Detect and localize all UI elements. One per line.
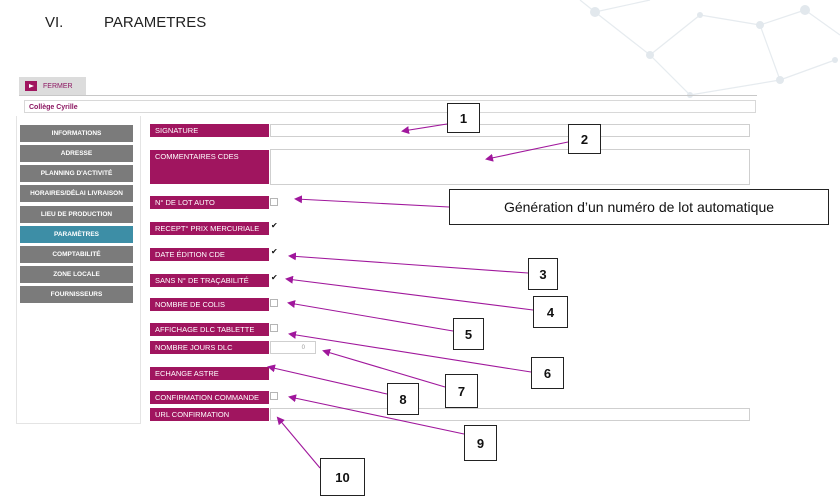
nombre-colis-checkbox[interactable] [270, 299, 278, 307]
section-number: VI. [45, 14, 64, 31]
commentaires-label: COMMENTAIRES CDES [150, 150, 269, 184]
date-edition-checkbox[interactable]: ✔ [270, 248, 278, 256]
sidebar-item-parametres[interactable]: PARAMÈTRES [20, 226, 133, 243]
callout-2: 2 [568, 124, 601, 154]
callout-5: 5 [453, 318, 484, 350]
school-name-bar: Collège Cyrille [24, 100, 756, 113]
frame-border-left [16, 116, 17, 424]
url-confirmation-label: URL CONFIRMATION [150, 408, 269, 421]
recept-prix-checkbox[interactable]: ✔ [270, 222, 278, 230]
nombre-colis-label: NOMBRE DE COLIS [150, 298, 269, 311]
confirmation-commande-label: CONFIRMATION COMMANDE [150, 391, 269, 404]
callout-lot-auto-note: Génération d’un numéro de lot automatiqu… [449, 189, 829, 225]
sidebar-item-horaires[interactable]: HORAIRES/DÉLAI LIVRAISON [20, 185, 133, 202]
date-edition-label: DATE ÉDITION CDE [150, 248, 269, 261]
sidebar-item-planning[interactable]: PLANNING D'ACTIVITÉ [20, 165, 133, 182]
callout-8: 8 [387, 383, 419, 415]
exit-arrow-icon [25, 81, 37, 91]
callout-10: 10 [320, 458, 365, 496]
sidebar-item-comptabilite[interactable]: COMPTABILITÉ [20, 246, 133, 263]
recept-prix-label: RECEPT° PRIX MERCURIALE [150, 222, 269, 235]
section-title: PARAMETRES [104, 14, 207, 31]
sans-tracabilite-checkbox[interactable]: ✔ [270, 274, 278, 282]
sidebar-item-fournisseurs[interactable]: FOURNISSEURS [20, 286, 133, 303]
nombre-jours-dlc-input[interactable]: 0 [270, 341, 316, 354]
lot-auto-label: N° DE LOT AUTO [150, 196, 269, 209]
sans-tracabilite-label: SANS N° DE TRAÇABILITÉ [150, 274, 269, 287]
check-mark-icon: ✔ [271, 247, 278, 256]
check-mark-icon: ✔ [271, 273, 278, 282]
frame-border-bottom [16, 423, 140, 424]
sidebar-item-lieu-production[interactable]: LIEU DE PRODUCTION [20, 206, 133, 223]
close-button-label: FERMER [43, 82, 73, 90]
sidebar-item-informations[interactable]: INFORMATIONS [20, 125, 133, 142]
callout-6: 6 [531, 357, 564, 389]
commentaires-textarea[interactable] [270, 149, 750, 185]
echange-astre-label: ECHANGE ASTRE [150, 367, 269, 380]
callout-1: 1 [447, 103, 480, 133]
callout-7: 7 [445, 374, 478, 408]
close-button[interactable]: FERMER [19, 77, 86, 95]
affichage-dlc-label: AFFICHAGE DLC TABLETTE [150, 323, 269, 336]
callout-4: 4 [533, 296, 568, 328]
sidebar-item-adresse[interactable]: ADRESSE [20, 145, 133, 162]
signature-label: SIGNATURE [150, 124, 269, 137]
sidebar-item-zone-locale[interactable]: ZONE LOCALE [20, 266, 133, 283]
signature-input[interactable] [270, 124, 750, 137]
check-mark-icon: ✔ [271, 221, 278, 230]
callout-9: 9 [464, 425, 497, 461]
callout-3: 3 [528, 258, 558, 290]
confirmation-commande-checkbox[interactable] [270, 392, 278, 400]
affichage-dlc-checkbox[interactable] [270, 324, 278, 332]
frame-divider [140, 116, 141, 424]
url-confirmation-input[interactable] [270, 408, 750, 421]
toolbar-divider [19, 95, 757, 96]
lot-auto-checkbox[interactable] [270, 198, 278, 206]
nombre-jours-dlc-label: NOMBRE JOURS DLC [150, 341, 269, 354]
